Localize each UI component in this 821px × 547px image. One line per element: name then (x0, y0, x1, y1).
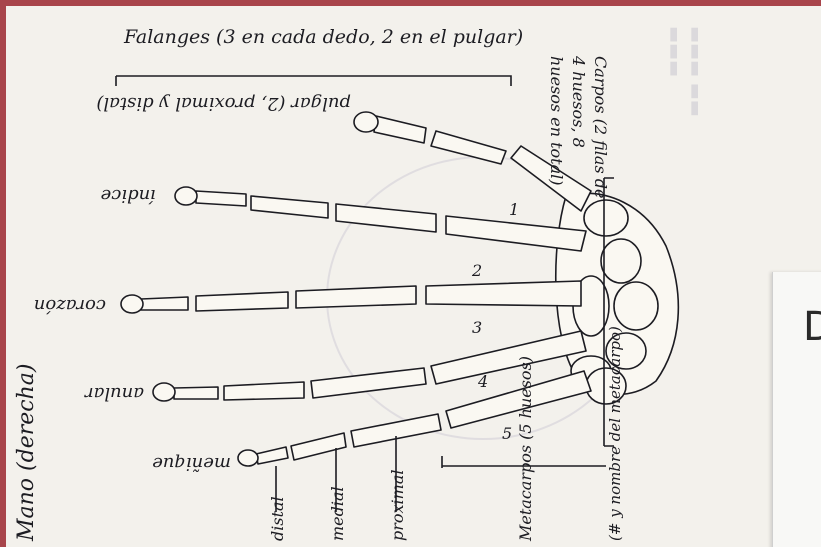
phalanges-bracket (116, 76, 511, 86)
metacarpal-number-5: 5 (502, 424, 512, 443)
metacarpals-label: Metacarpos (5 huesos) (516, 356, 535, 541)
carpals-label: Carpos (2 filas de 4 huesos, 8 huesos en… (545, 56, 611, 206)
page-title: Mano (derecha) (14, 364, 39, 541)
phalanges-heading: Falanges (3 en cada dedo, 2 en el pulgar… (124, 26, 523, 48)
metacarpal-number-3: 3 (472, 318, 482, 337)
middle-bones (121, 281, 581, 313)
metacarpal-number-4: 4 (478, 372, 488, 391)
metacarpal-number-1: 1 (509, 200, 519, 219)
adjacent-page-letter: D (803, 304, 821, 350)
metacarpal-number-2: 2 (472, 261, 482, 280)
little-label: meñique (152, 453, 231, 474)
index-label: índice (101, 185, 156, 206)
metacarpals-note: (# y nombre del metacarpo) (606, 326, 624, 541)
distal-label: distal (268, 496, 287, 541)
adjacent-page: D (772, 272, 821, 547)
proximal-label: proximal (388, 470, 407, 542)
ring-label: anular (85, 383, 144, 404)
middle-label: corazón (34, 295, 106, 316)
hand-skeleton-drawing (6, 6, 821, 547)
medial-label: medial (328, 486, 347, 541)
thumb-label: pulgar (2, proximal y distal) (96, 93, 351, 114)
index-bones (175, 187, 586, 251)
notebook-page: ▬▬▬ ▬▬ ▬▬▬ (6, 6, 821, 547)
